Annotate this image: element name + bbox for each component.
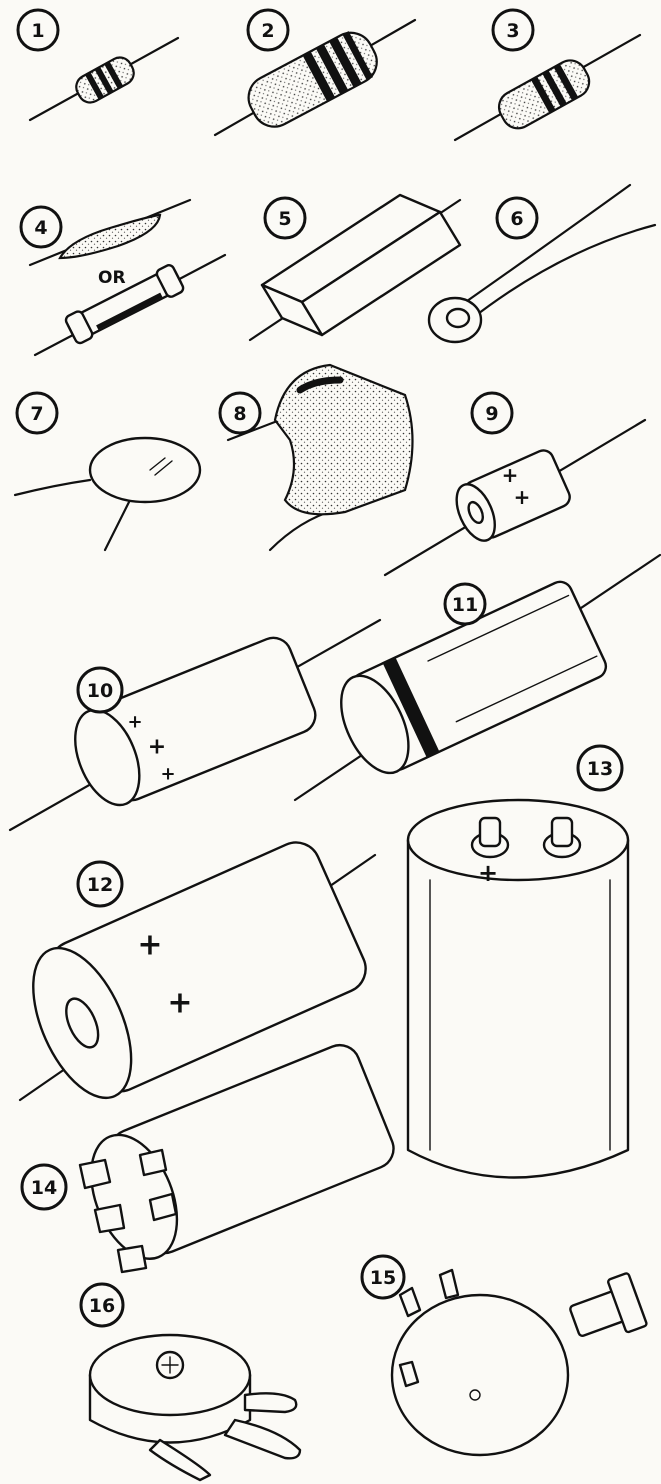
svg-text:11: 11 bbox=[452, 594, 478, 616]
plus-mark: + bbox=[160, 764, 175, 785]
component-8-dipped-capacitor bbox=[226, 363, 414, 552]
component-15-potentiometer bbox=[390, 1268, 648, 1457]
or-label: OR bbox=[98, 268, 126, 288]
svg-text:7: 7 bbox=[30, 403, 43, 425]
plus-mark: + bbox=[478, 859, 498, 887]
component-10-electrolytic-capacitor: + + + bbox=[8, 618, 382, 832]
badge-10: 10 bbox=[76, 666, 124, 714]
badge-4: 4 bbox=[19, 205, 63, 249]
component-11-film-capacitor bbox=[293, 553, 661, 802]
component-7-disc-capacitor bbox=[13, 436, 202, 552]
svg-text:15: 15 bbox=[370, 1267, 396, 1289]
svg-text:8: 8 bbox=[233, 403, 246, 425]
component-13-can-capacitor: + bbox=[406, 798, 630, 1179]
badge-3: 3 bbox=[491, 8, 535, 52]
badge-11: 11 bbox=[443, 582, 487, 626]
component-4-resistor-variants: OR bbox=[28, 198, 227, 357]
component-3-resistor bbox=[453, 33, 642, 142]
svg-text:3: 3 bbox=[506, 20, 519, 42]
plus-mark: + bbox=[514, 485, 531, 509]
component-14-twist-lock-capacitor bbox=[78, 1043, 395, 1274]
badge-12: 12 bbox=[76, 860, 124, 908]
component-12-electrolytic-capacitor: + + bbox=[18, 841, 377, 1102]
badge-7: 7 bbox=[15, 391, 59, 435]
svg-text:4: 4 bbox=[34, 217, 47, 239]
component-5-power-resistor bbox=[248, 193, 462, 342]
svg-text:6: 6 bbox=[510, 208, 523, 230]
component-1-resistor bbox=[28, 36, 180, 122]
svg-text:16: 16 bbox=[89, 1295, 115, 1317]
badge-1: 1 bbox=[16, 8, 60, 52]
svg-text:9: 9 bbox=[485, 403, 498, 425]
plus-mark: + bbox=[167, 986, 192, 1021]
svg-text:12: 12 bbox=[87, 874, 113, 896]
badge-13: 13 bbox=[576, 744, 624, 792]
badge-14: 14 bbox=[20, 1163, 68, 1211]
component-6-inductor bbox=[427, 183, 657, 344]
component-9-electrolytic-capacitor: + + bbox=[383, 418, 647, 577]
badge-6: 6 bbox=[495, 196, 539, 240]
badge-9: 9 bbox=[470, 391, 514, 435]
svg-text:1: 1 bbox=[31, 20, 44, 42]
badge-15: 15 bbox=[360, 1254, 406, 1300]
plus-mark: + bbox=[137, 928, 162, 963]
plus-mark: + bbox=[502, 463, 519, 487]
badge-8: 8 bbox=[218, 391, 262, 435]
svg-text:14: 14 bbox=[31, 1177, 57, 1199]
svg-text:13: 13 bbox=[587, 758, 613, 780]
plus-mark: + bbox=[148, 735, 166, 760]
component-2-resistor bbox=[213, 18, 417, 137]
badge-2: 2 bbox=[246, 8, 290, 52]
badge-16: 16 bbox=[79, 1282, 125, 1328]
svg-text:2: 2 bbox=[261, 20, 274, 42]
plus-mark: + bbox=[127, 712, 142, 733]
svg-text:5: 5 bbox=[278, 208, 291, 230]
component-16-trimmer bbox=[88, 1333, 302, 1482]
badge-5: 5 bbox=[263, 196, 307, 240]
svg-text:10: 10 bbox=[87, 680, 113, 702]
